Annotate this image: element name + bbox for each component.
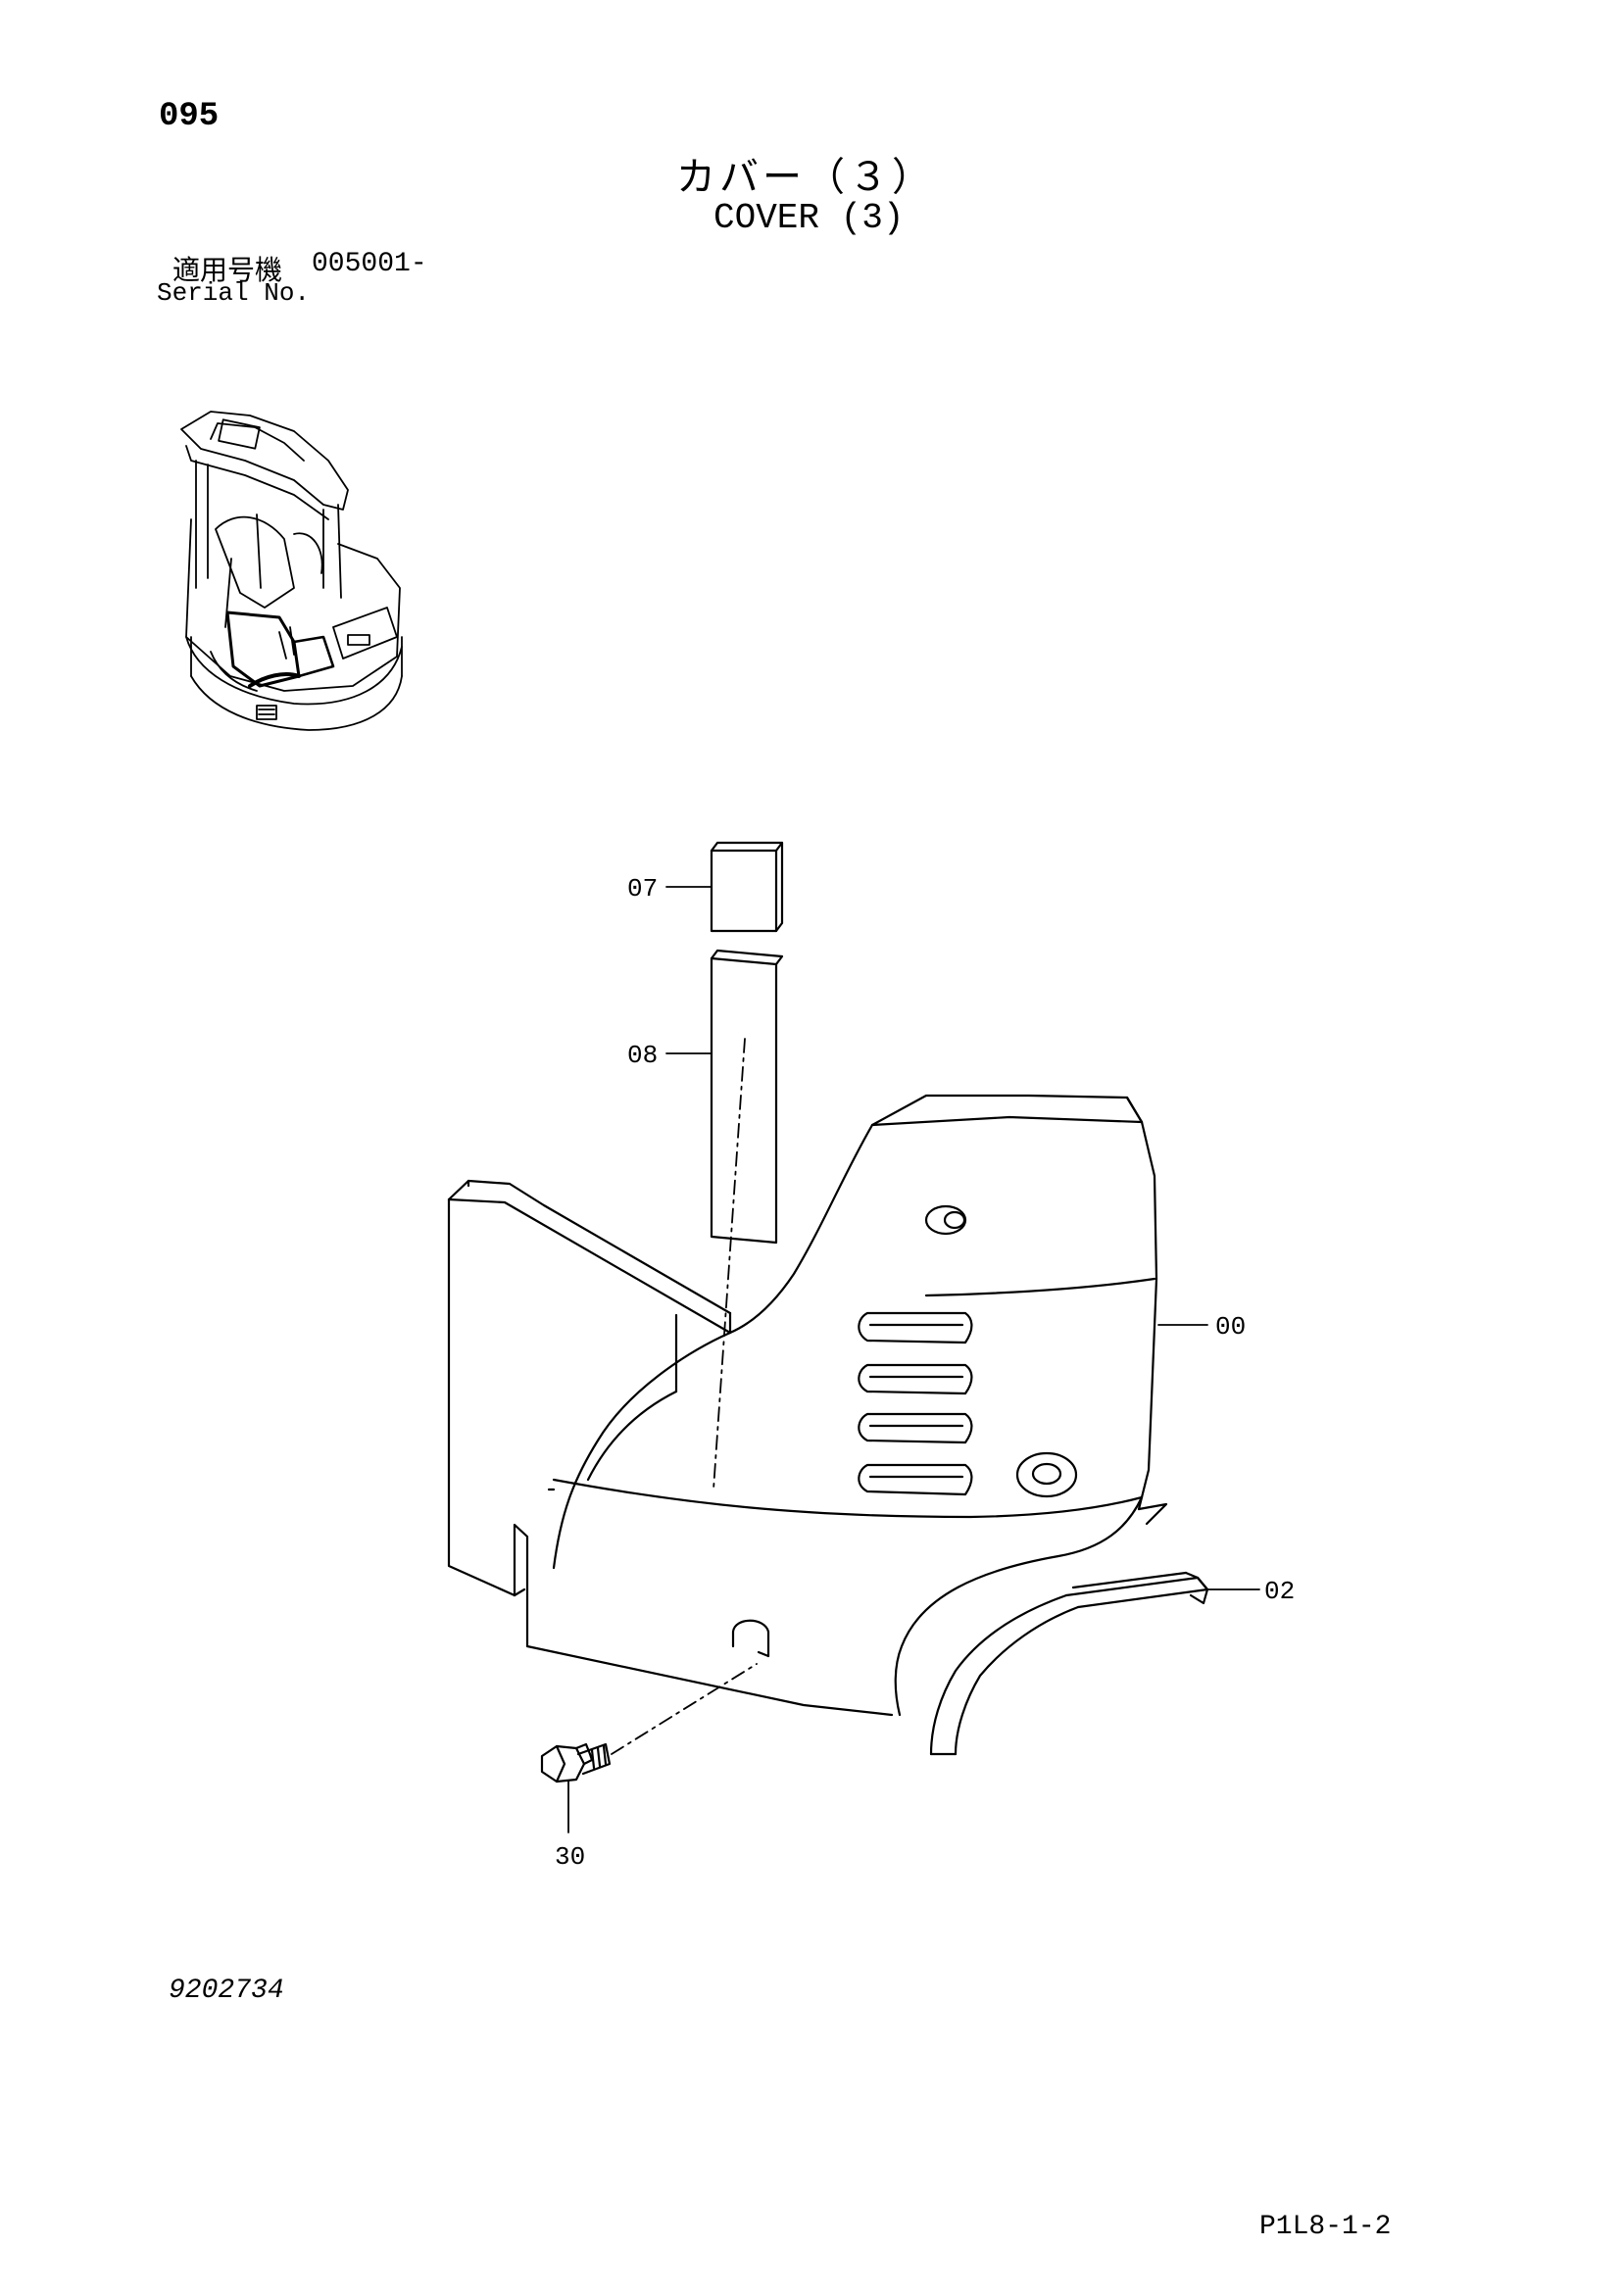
part-08-strip	[710, 949, 784, 1245]
serial-label-japanese: 適用号機	[172, 254, 283, 286]
page-number: 095	[159, 98, 220, 135]
machine-overview-thumbnail	[180, 411, 403, 731]
serial-number-value: 005001-	[312, 249, 427, 279]
bolt-axis-line	[611, 1663, 758, 1755]
assembly-centerline	[713, 1038, 746, 1490]
part-02-trim	[929, 1571, 1209, 1756]
part-07-plate	[710, 841, 784, 933]
callout-02: 02	[1264, 1577, 1295, 1606]
callout-08: 08	[627, 1041, 658, 1070]
callout-00: 00	[1215, 1312, 1246, 1342]
page-title-japanese: カバー（３）	[676, 155, 935, 200]
part-00-main-cover	[447, 1094, 1168, 1717]
drawing-number: 9202734	[169, 1976, 284, 2006]
callout-07: 07	[627, 874, 658, 904]
callout-30: 30	[555, 1842, 585, 1872]
page-title-english: COVER (3)	[713, 198, 905, 238]
callout-leaders	[567, 886, 1260, 1833]
part-30-bolt	[540, 1742, 612, 1783]
serial-label-english: Serial No.	[157, 278, 311, 308]
page-code: P1L8-1-2	[1259, 2212, 1392, 2242]
